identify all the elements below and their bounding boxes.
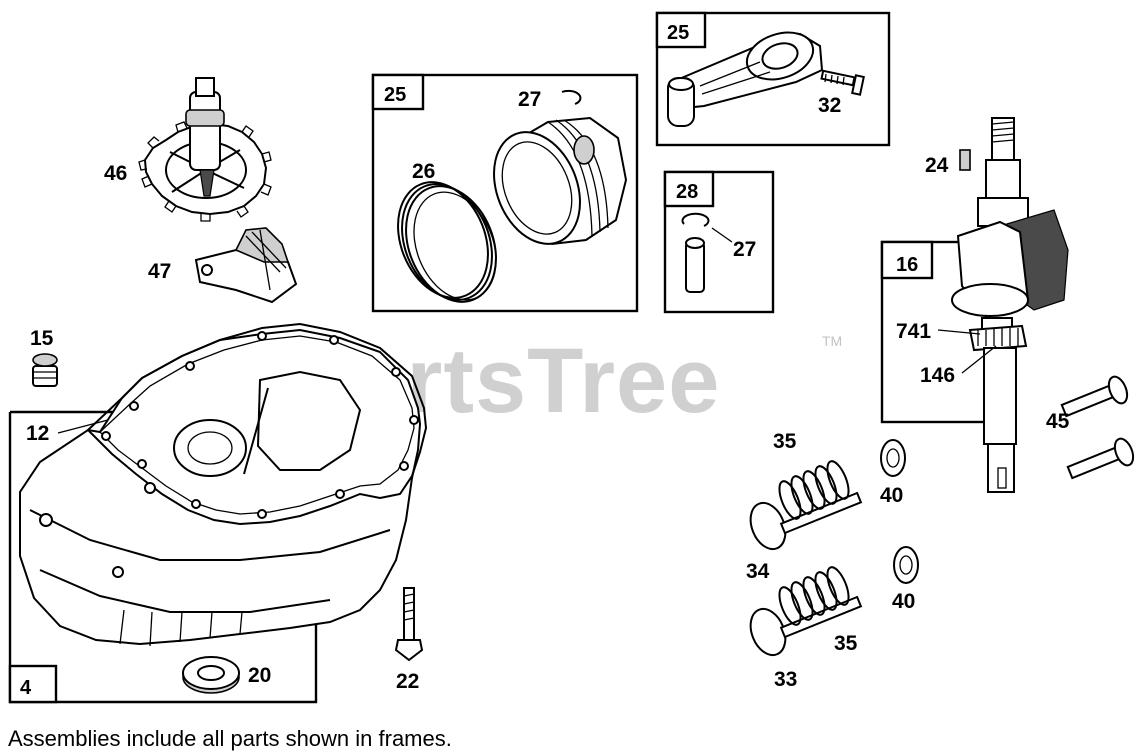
bolt-22-drawing (394, 587, 424, 662)
label-40-upper[interactable]: 40 (880, 484, 903, 507)
label-32[interactable]: 32 (818, 94, 841, 117)
part-labels: 46 47 15 12 20 22 26 27 27 32 24 741 146… (26, 88, 1070, 693)
label-33[interactable]: 33 (774, 668, 797, 691)
frame-28-number: 28 (676, 181, 698, 203)
piston-pin-drawing (681, 212, 710, 293)
lower-valve-assembly-drawing (749, 566, 863, 657)
label-15[interactable]: 15 (30, 327, 54, 350)
plug-drawing (32, 353, 58, 387)
governor-drawing (194, 227, 298, 304)
label-20[interactable]: 20 (248, 664, 271, 687)
label-146[interactable]: 146 (920, 364, 955, 387)
leader-lines (57, 227, 997, 434)
rod-bolt-drawing (820, 69, 865, 96)
label-24[interactable]: 24 (925, 154, 949, 177)
frame-25-rod-number: 25 (667, 22, 689, 44)
label-34[interactable]: 34 (746, 560, 770, 583)
frame-25-piston-number: 25 (384, 84, 406, 106)
label-26[interactable]: 26 (412, 160, 435, 183)
label-45[interactable]: 45 (1046, 410, 1070, 433)
frame-16[interactable]: 16 (880, 240, 988, 424)
label-27-piston[interactable]: 27 (518, 88, 541, 111)
frame-25-piston[interactable]: 25 (371, 73, 639, 313)
frame-4-number: 4 (20, 677, 32, 699)
watermark-trademark: TM (822, 333, 842, 349)
label-22[interactable]: 22 (396, 670, 419, 693)
label-12[interactable]: 12 (26, 422, 49, 445)
crank-key-drawing (959, 149, 971, 171)
upper-valve-assembly-drawing (749, 460, 863, 551)
piston-rings-drawing (397, 181, 497, 303)
frame-28[interactable]: 28 (663, 170, 775, 314)
frame-16-number: 16 (896, 254, 918, 276)
label-46[interactable]: 46 (104, 162, 127, 185)
piston-clip-drawing (561, 89, 582, 105)
label-35-upper[interactable]: 35 (773, 430, 797, 453)
label-40-lower[interactable]: 40 (892, 590, 915, 613)
oil-seal-drawing (182, 656, 240, 694)
assembly-caption: Assemblies include all parts shown in fr… (8, 726, 452, 751)
cam-gear-drawing (138, 77, 272, 222)
label-741[interactable]: 741 (896, 320, 931, 343)
label-27-pin[interactable]: 27 (733, 238, 756, 261)
connecting-rod-drawing (667, 31, 824, 127)
frame-25-rod[interactable]: 25 (655, 11, 891, 147)
retainers-drawing (880, 439, 919, 584)
label-35-lower[interactable]: 35 (834, 632, 858, 655)
piston-drawing (493, 116, 628, 246)
sump-and-gasket-drawing (19, 322, 428, 647)
crankshaft-drawing (951, 117, 1069, 493)
label-47[interactable]: 47 (148, 260, 171, 283)
tappets-drawing (1060, 375, 1135, 480)
